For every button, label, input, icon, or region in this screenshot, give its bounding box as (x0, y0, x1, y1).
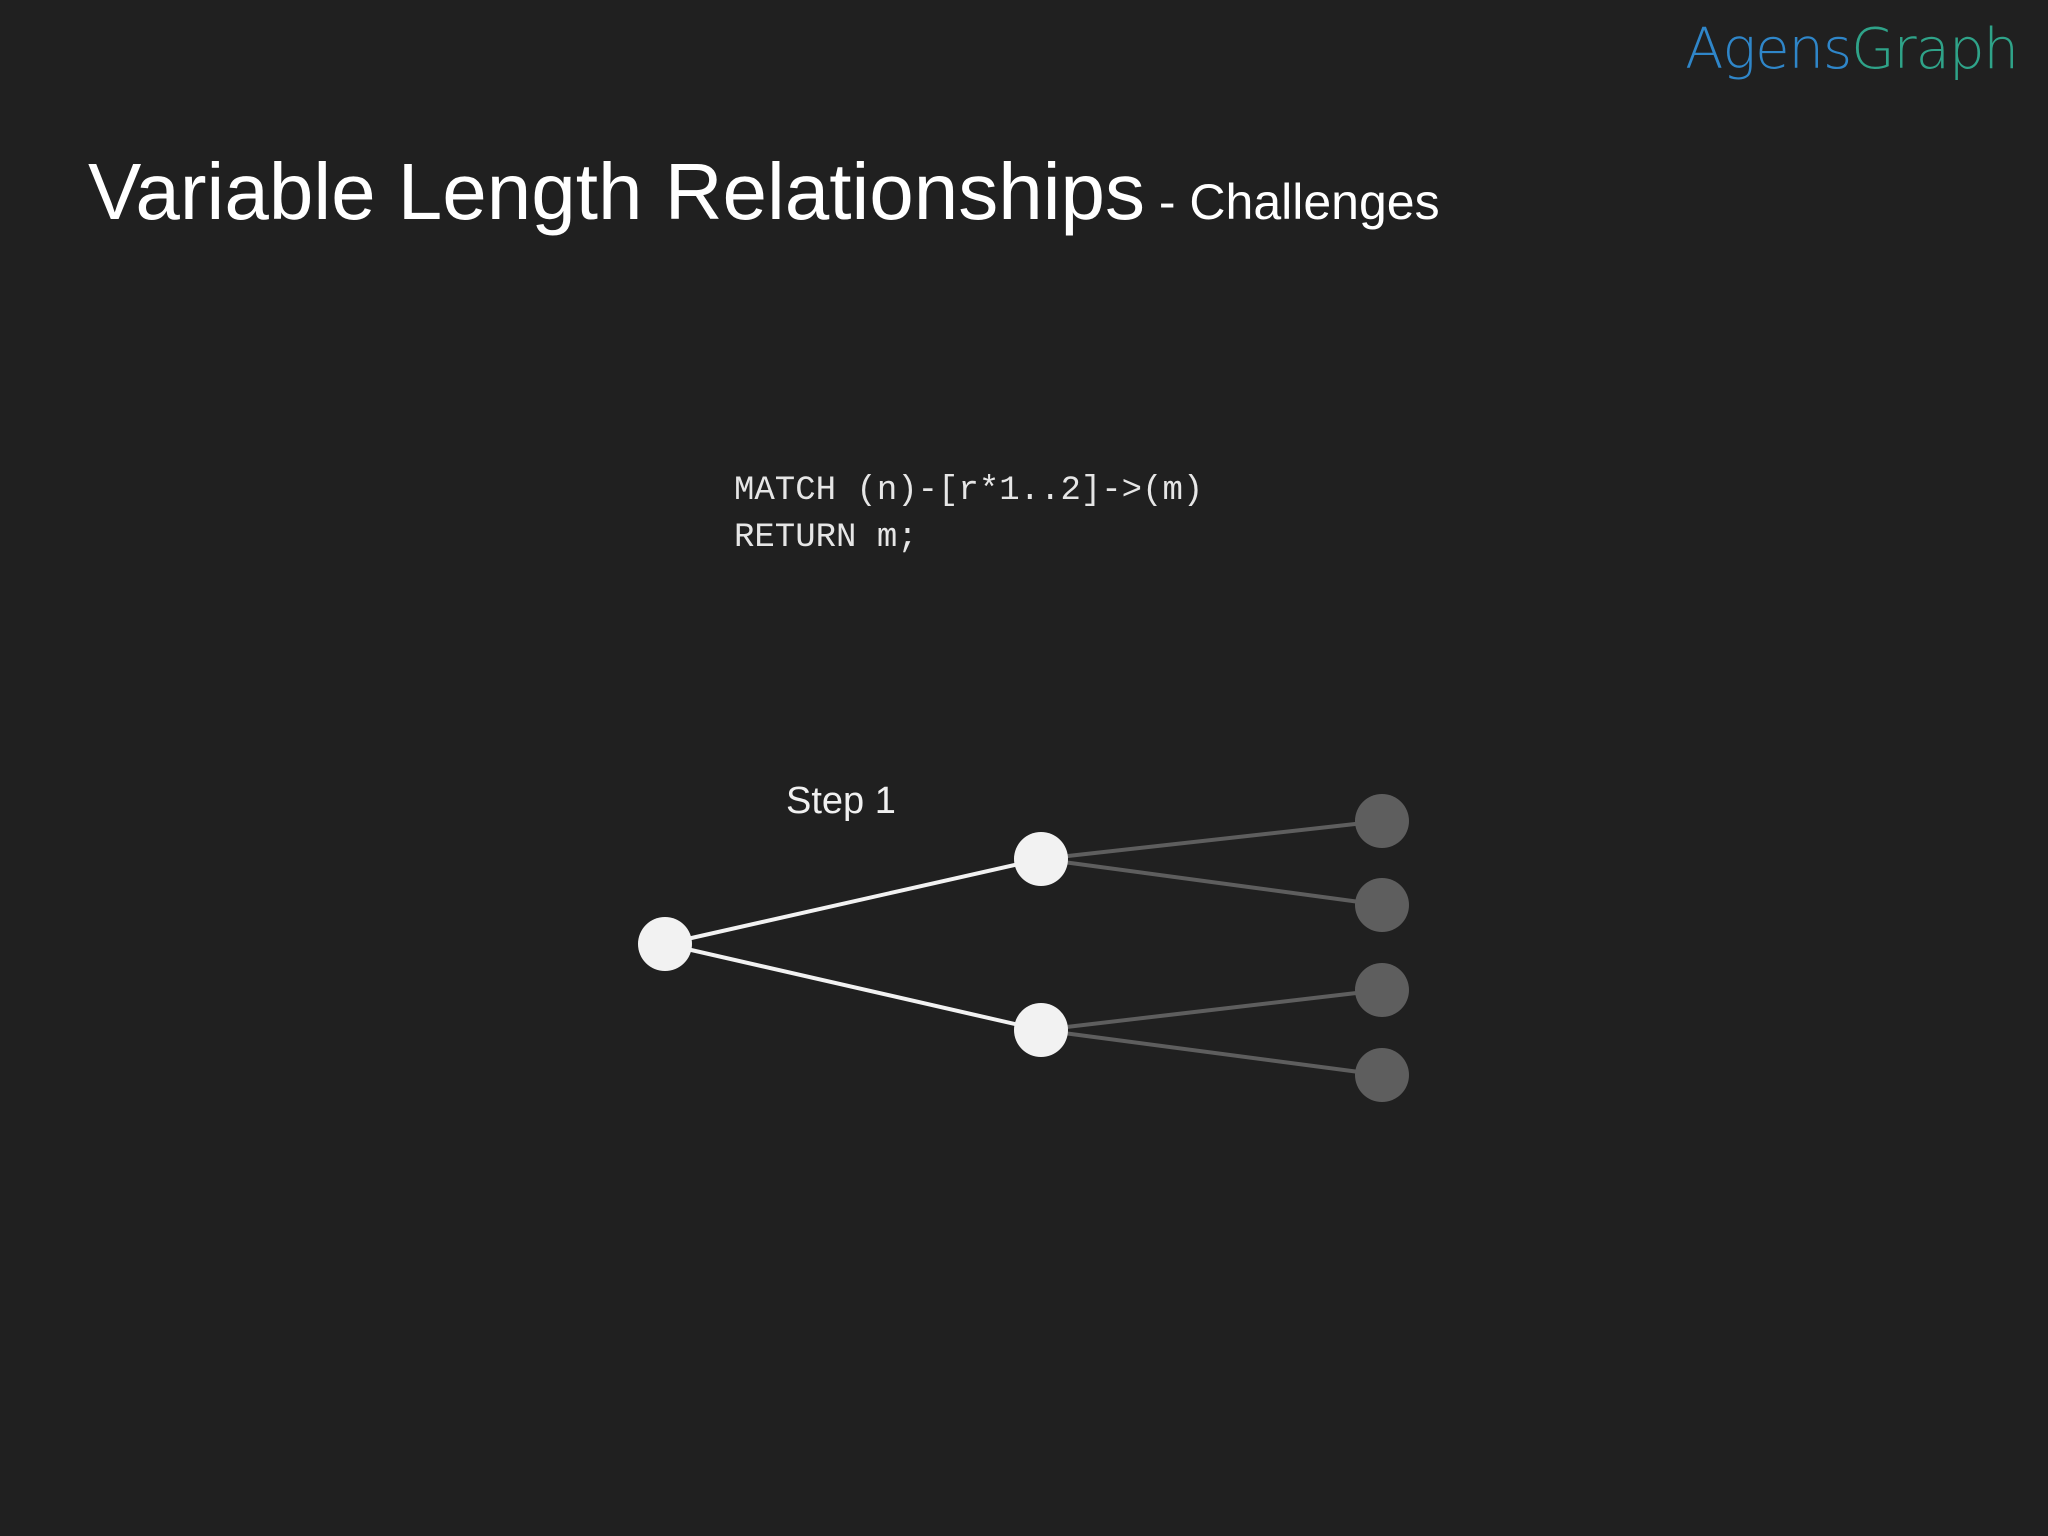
edge-hop1-top-to-hop2-b (1040, 857, 1383, 907)
node-hop2-d (1355, 1048, 1409, 1102)
edge-hop1-top-to-hop2-a (1040, 819, 1383, 861)
node-hop2-a (1355, 794, 1409, 848)
edge-hop1-bottom-to-hop2-c (1040, 988, 1383, 1032)
node-hop2-b (1355, 878, 1409, 932)
node-hop1-top (1014, 832, 1068, 886)
slide-title-main: Variable Length Relationships (88, 147, 1145, 236)
node-hop1-bottom (1014, 1003, 1068, 1057)
step-label: Step 1 (786, 780, 896, 822)
code-line-1: MATCH (n)-[r*1..2]->(m) (734, 472, 1204, 510)
node-hop2-c (1355, 963, 1409, 1017)
cypher-query: MATCH (n)-[r*1..2]->(m) RETURN m; (734, 468, 1203, 562)
logo-part-graph: Graph (1851, 17, 2019, 82)
code-line-2: RETURN m; (734, 519, 918, 557)
slide-title: Variable Length Relationships - Challeng… (88, 152, 1440, 232)
edge-root-to-hop1-top (664, 857, 1042, 946)
agensgraph-logo: AgensGraph (1685, 22, 2019, 78)
logo-part-agens: Agens (1685, 17, 1852, 82)
edge-hop1-bottom-to-hop2-d (1040, 1028, 1383, 1077)
node-root (638, 917, 692, 971)
slide-title-sub: - Challenges (1145, 174, 1440, 230)
edge-root-to-hop1-bottom (664, 942, 1042, 1032)
